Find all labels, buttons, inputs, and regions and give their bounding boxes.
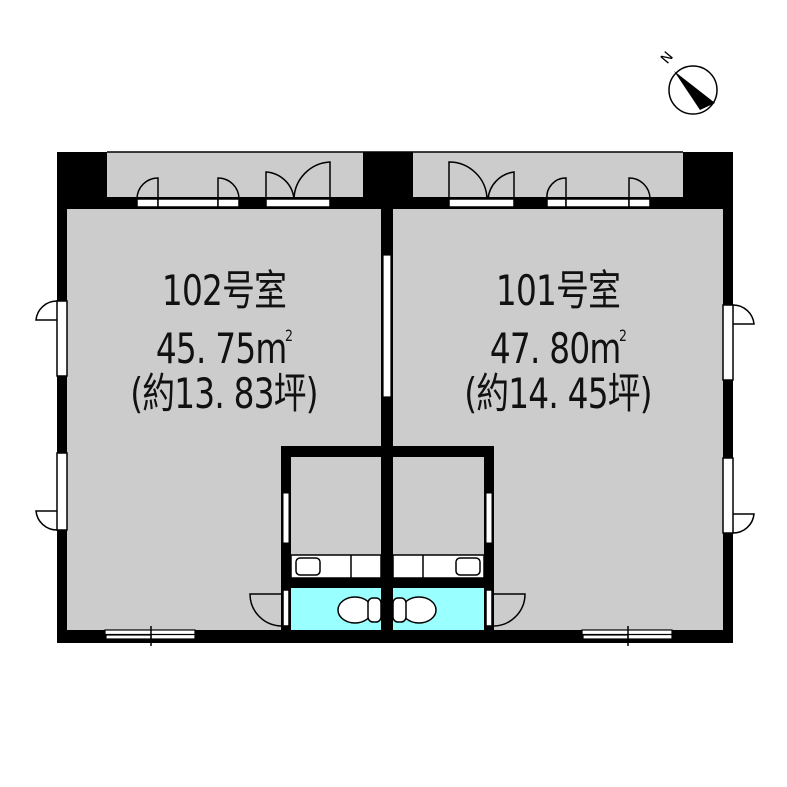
bottom-window-102	[104, 626, 196, 646]
unit-101-label: 101号室 47. 80m2 (約14. 45坪)	[441, 268, 675, 416]
balcony-windows-102	[136, 161, 331, 208]
unit-102-area: 45. 75m2	[155, 324, 293, 373]
compass-label: N	[658, 49, 677, 67]
side-windows-102	[35, 300, 68, 531]
unit-101-name: 101号室	[495, 266, 621, 315]
party-wall-window	[382, 254, 392, 398]
balcony-windows-101	[448, 161, 651, 208]
balcony-102	[107, 152, 363, 197]
vanity-counters	[290, 554, 485, 579]
bottom-window-101	[581, 626, 673, 646]
unit-101-tsubo: (約14. 45坪)	[464, 369, 652, 418]
toilet-doors	[249, 589, 526, 627]
unit-102-name: 102号室	[161, 266, 287, 315]
side-windows-101	[722, 304, 755, 534]
toilet-fixtures	[337, 596, 437, 624]
unit-102-tsubo: (約13. 83坪)	[130, 369, 318, 418]
unit-102-label: 102号室 45. 75m2 (約13. 83坪)	[107, 268, 341, 416]
north-arrow-icon: N	[658, 49, 718, 115]
unit-101-area: 47. 80m2	[489, 324, 627, 373]
